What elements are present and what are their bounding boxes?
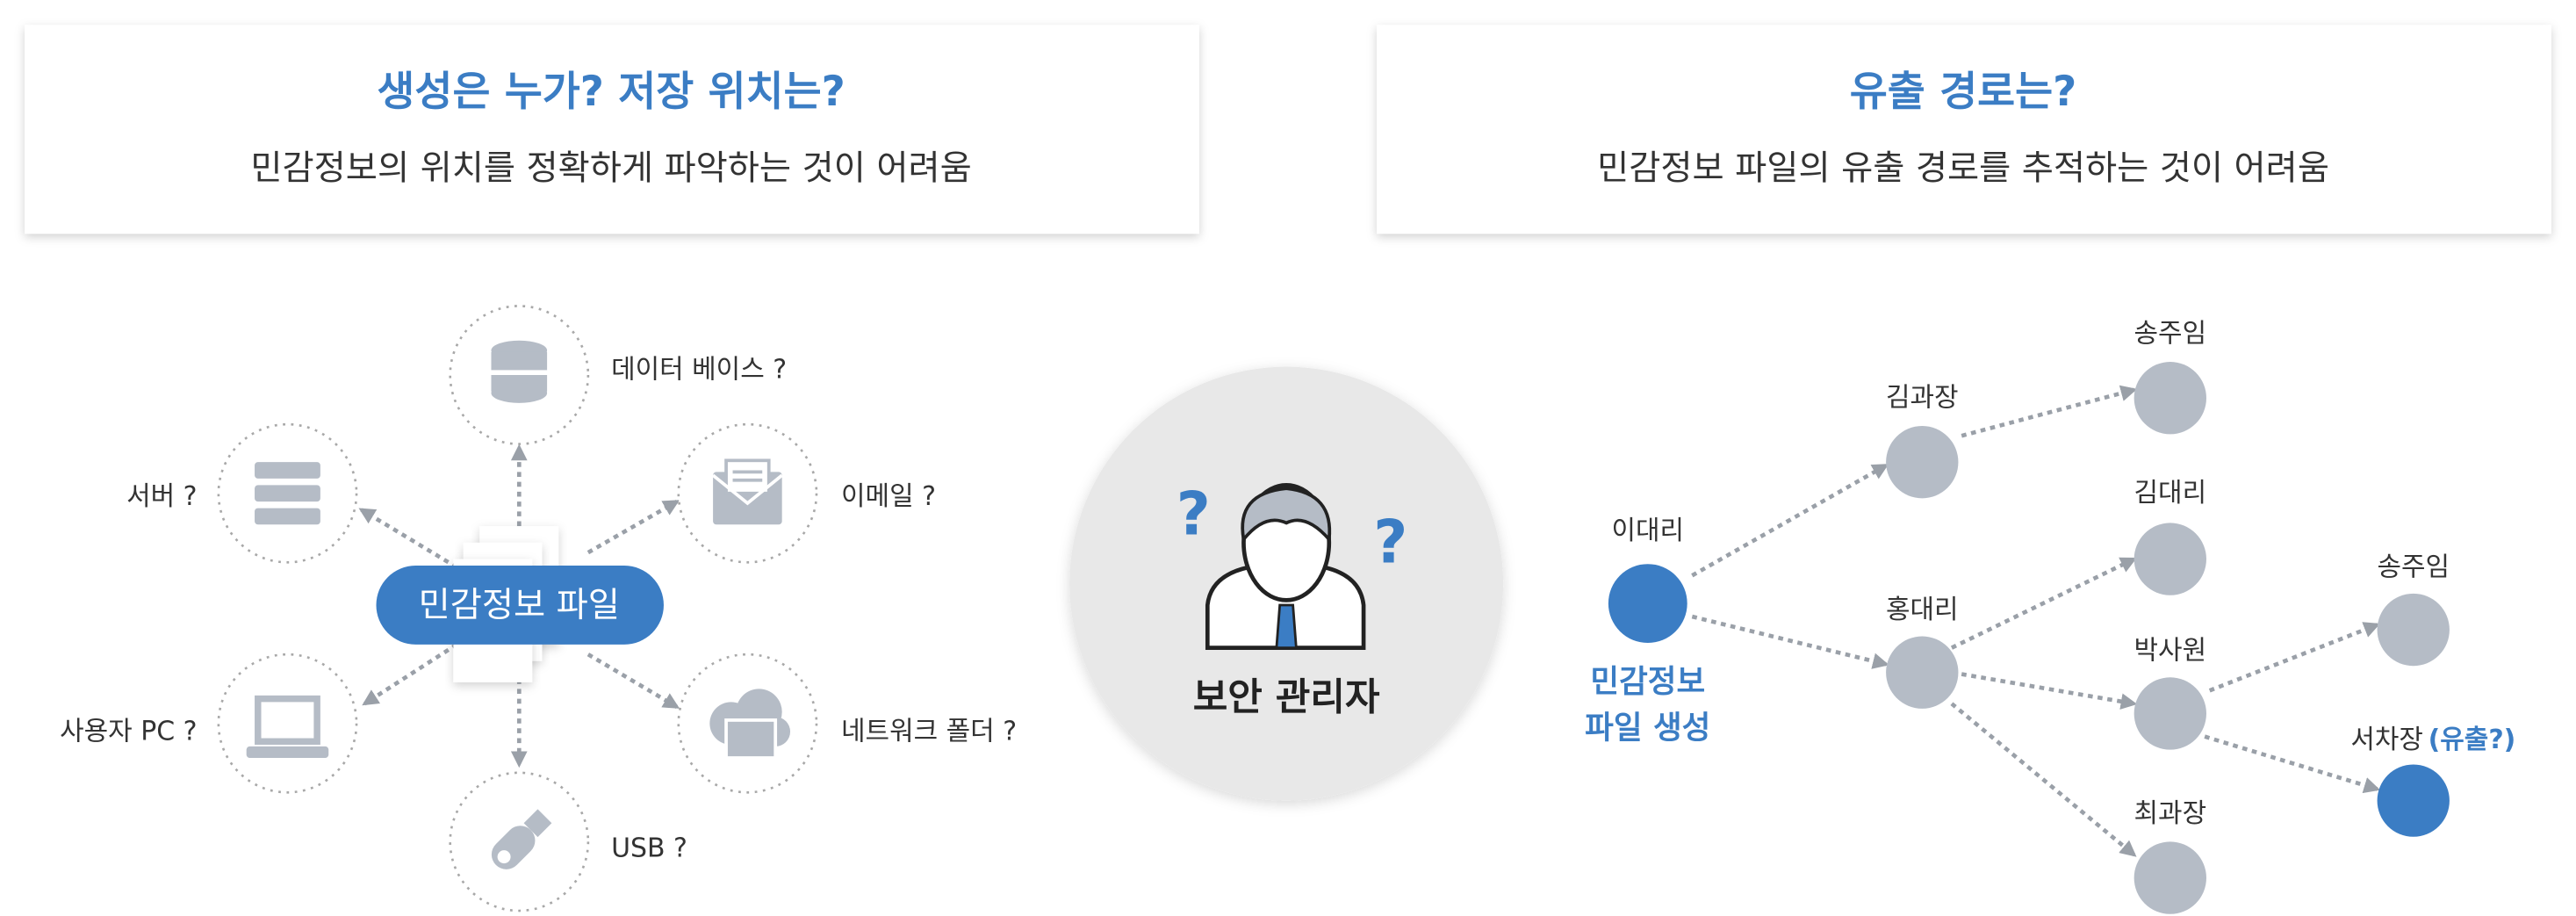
flow-node — [2133, 841, 2206, 914]
database-icon — [491, 340, 548, 403]
right-card-title: 유출 경로는? — [1850, 69, 2077, 116]
right-card-subtitle: 민감정보 파일의 유출 경로를 추적하는 것이 어려움 — [1597, 148, 2329, 188]
flow-node-label: 홍대리 — [1886, 595, 1959, 625]
flow-node — [2377, 593, 2450, 667]
target-label-database: 데이터 베이스 ? — [611, 355, 787, 386]
flow-node — [2133, 362, 2206, 435]
target-label-pc: 사용자 PC ? — [60, 716, 197, 747]
email-icon — [711, 458, 783, 525]
left-card: 생성은 누가? 저장 위치는? 민감정보의 위치를 정확하게 파악하는 것이 어… — [25, 25, 1199, 234]
target-label-email: 이메일 ? — [841, 481, 936, 512]
flow-node — [1886, 426, 1959, 499]
server-icon — [255, 462, 320, 525]
origin-caption: 민감정보 — [1590, 664, 1705, 700]
flow-node — [1886, 636, 1959, 709]
flow-node-label: 이대리 — [1611, 516, 1684, 546]
flow-node-leak — [2377, 764, 2450, 837]
sensitive-file-pill — [376, 566, 664, 645]
flow-node-label: 김과장 — [1886, 383, 1959, 414]
flow-node-origin — [1608, 564, 1687, 644]
flow-node-label: 서차장 — [2350, 725, 2423, 755]
security-admin: ? ? 보안 관리자 — [1069, 366, 1504, 801]
flow-node-label: 송주임 — [2377, 552, 2450, 582]
flow-node-label: 김대리 — [2134, 478, 2207, 508]
right-card: 유출 경로는? 민감정보 파일의 유출 경로를 추적하는 것이 어려움 — [1377, 25, 2551, 234]
flow-node — [2133, 677, 2206, 750]
person-icon — [1205, 483, 1366, 650]
network-folder-icon — [709, 689, 791, 758]
flow-node-label: 박사원 — [2134, 636, 2207, 667]
flow-node — [2133, 523, 2206, 595]
question-mark-icon: ? — [1176, 480, 1211, 549]
target-label-network: 네트워크 폴더 ? — [841, 716, 1017, 747]
flow-node-label: 송주임 — [2134, 319, 2207, 350]
origin-caption: 파일 생성 — [1585, 710, 1710, 747]
usb-icon — [491, 809, 552, 869]
flow-node-label: 최과장 — [2134, 798, 2207, 829]
left-card-title: 생성은 누가? 저장 위치는? — [377, 69, 845, 116]
admin-label: 보안 관리자 — [1193, 676, 1380, 720]
target-label-usb: USB ? — [611, 833, 687, 863]
target-label-server: 서버 ? — [126, 481, 197, 512]
leak-tag: (유출?) — [2428, 725, 2516, 755]
pc-ring — [217, 653, 358, 794]
left-card-subtitle: 민감정보의 위치를 정확하게 파악하는 것이 어려움 — [250, 148, 971, 188]
question-mark-icon: ? — [1373, 507, 1407, 576]
laptop-icon — [246, 695, 329, 758]
storage-diagram: 민감정보 파일 데이터 베이스 ? 서버 ? 이메일 ? 사용자 PC ? 네트… — [60, 305, 1017, 912]
sensitive-file-label: 민감정보 파일 — [419, 586, 620, 625]
leak-flow-tree: 이대리 민감정보 파일 생성 김과장 홍대리 송주임 김대리 박사원 최과장 송… — [1585, 319, 2515, 914]
